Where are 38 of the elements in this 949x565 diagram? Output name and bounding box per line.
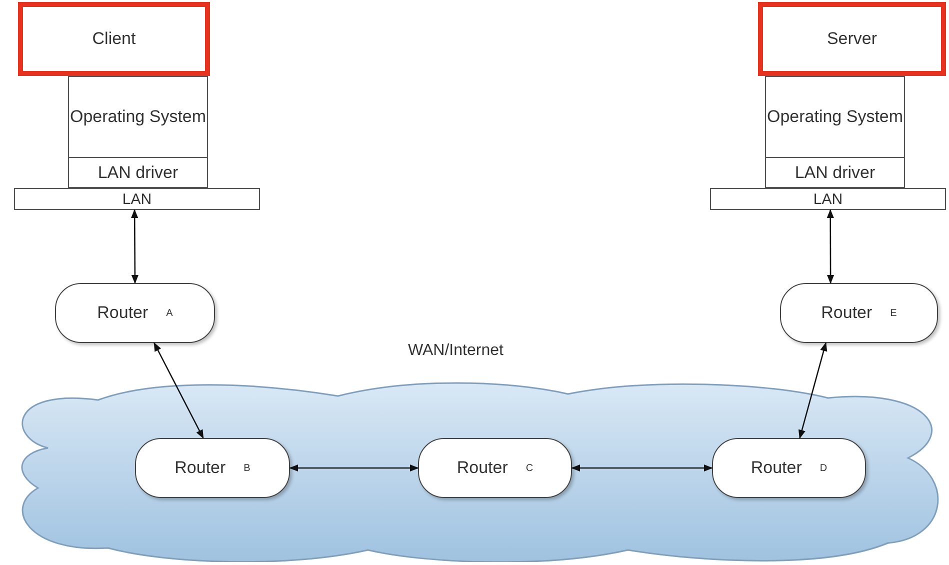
- network-label: LAN: [122, 192, 152, 206]
- cloud-label: WAN/Internet: [408, 342, 504, 360]
- router-label: Router: [750, 458, 802, 478]
- layer-box: [765, 157, 905, 188]
- network-bar: [14, 188, 260, 210]
- router-label: Router: [821, 303, 872, 323]
- router-letter: A: [166, 308, 173, 318]
- layer-label: Operating System: [70, 106, 206, 128]
- layer-box: [765, 76, 905, 158]
- router-letter: D: [820, 462, 828, 474]
- layer-box: [68, 157, 208, 188]
- router-box: [135, 438, 290, 498]
- router-letter: C: [526, 462, 534, 474]
- box-label: Client: [92, 29, 136, 49]
- box-label: Server: [826, 29, 878, 49]
- layer-label: LAN driver: [98, 162, 178, 184]
- layer-label: Operating System: [766, 106, 904, 128]
- role-box: [18, 2, 210, 76]
- router-letter: B: [244, 462, 250, 474]
- router-letter: E: [890, 308, 897, 318]
- arrow: [826, 209, 834, 284]
- layer-label: LAN driver: [794, 162, 876, 184]
- arrow: [154, 342, 204, 439]
- role-box: [758, 2, 946, 76]
- router-label: Router: [456, 458, 508, 478]
- network-label: LAN: [813, 192, 843, 206]
- arrow: [571, 464, 713, 472]
- layer-box: [68, 76, 208, 158]
- router-label: Router: [97, 303, 148, 323]
- arrow: [798, 342, 828, 439]
- router-box: [418, 438, 572, 498]
- arrow: [289, 464, 419, 472]
- router-box: [55, 283, 215, 343]
- network-bar: [710, 188, 946, 210]
- router-box: [712, 438, 866, 498]
- router-box: [780, 283, 938, 343]
- router-label: Router: [174, 458, 226, 478]
- arrow: [131, 209, 139, 284]
